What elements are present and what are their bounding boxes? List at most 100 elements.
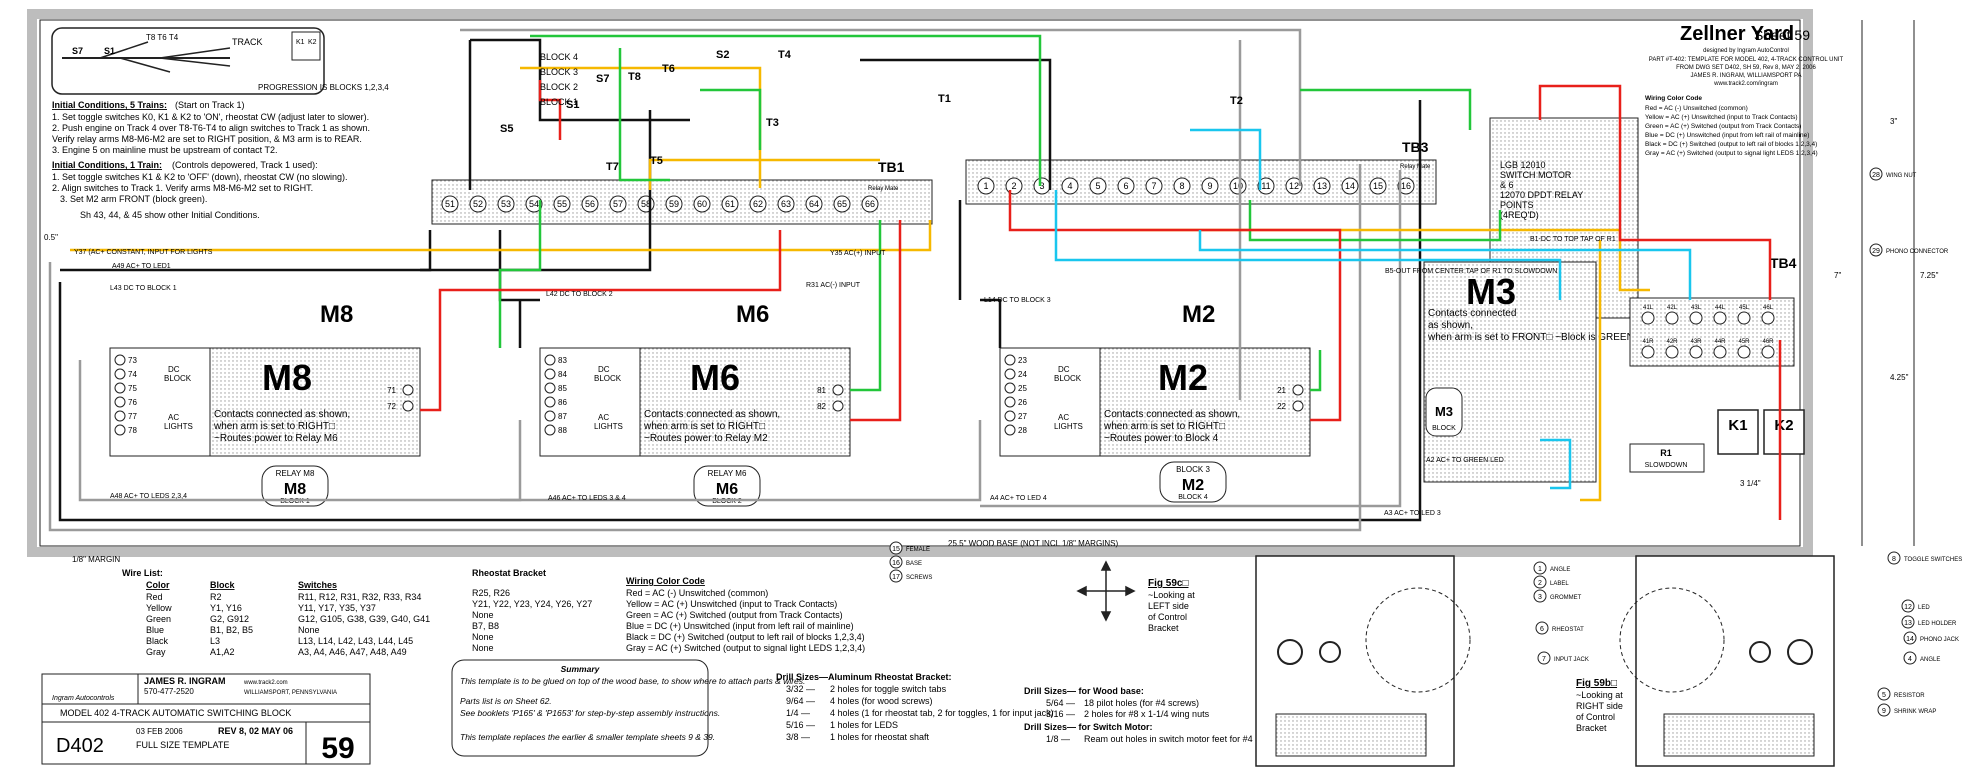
callout-number: 3 <box>1538 594 1542 601</box>
tb4-pin-label: 42R <box>1666 339 1678 345</box>
relay-pin-label: 73 <box>128 356 137 365</box>
tb4-pin-label: 44R <box>1714 339 1726 345</box>
tb4-pin-label: 46L <box>1763 305 1774 311</box>
drill-desc: 4 holes (1 for rheostat tab, 2 for toggl… <box>830 708 1054 718</box>
tb1-pin <box>609 195 627 213</box>
svg-text:Switches: Switches <box>298 580 337 590</box>
callout-marker <box>1901 615 1915 629</box>
svg-text:Yellow = AC (+) Unswitched (in: Yellow = AC (+) Unswitched (input to Tra… <box>1645 114 1798 121</box>
svg-text:3": 3" <box>1890 117 1897 126</box>
callout-marker <box>889 555 903 569</box>
svg-text:RIGHT side: RIGHT side <box>1576 701 1623 711</box>
tb2-pin-label: 7 <box>1151 181 1156 191</box>
relay-pin <box>544 382 556 394</box>
contact-label: T3 <box>766 117 779 129</box>
svg-text:JAMES R. INGRAM: JAMES R. INGRAM <box>144 676 226 686</box>
relay-pin <box>1004 368 1016 380</box>
svg-text:Y35 AC(+) INPUT: Y35 AC(+) INPUT <box>830 250 886 257</box>
tb4-pin-label: 41R <box>1642 339 1654 345</box>
tb1-pin <box>833 195 851 213</box>
tb2-pin <box>1341 177 1359 195</box>
svg-text:DC: DC <box>168 365 180 374</box>
callout-number: 9 <box>1882 708 1886 715</box>
part-line-2: FROM DWG SET D402, SH 59, Rev 8, MAY 2, … <box>1676 65 1816 71</box>
callout-marker <box>1903 651 1917 665</box>
black-wire <box>958 200 1002 348</box>
black-wire <box>58 100 1422 522</box>
svg-text:BLOCK: BLOCK <box>1054 374 1082 383</box>
tb4-pin <box>1665 345 1679 359</box>
tb2-pin <box>1229 177 1247 195</box>
red-wire <box>538 80 562 140</box>
gray-wire <box>460 28 1302 186</box>
drill-size: 3/8 — <box>786 732 810 742</box>
callout-number: 12 <box>1904 604 1912 611</box>
svg-text:Drill Sizes— for Switch Motor: Drill Sizes— for Switch Motor: <box>1024 722 1153 732</box>
rheostat-row: Y21, Y22, Y23, Y24, Y26, Y27 <box>472 599 592 609</box>
svg-text:M2: M2 <box>1158 357 1208 398</box>
relay-pin <box>1004 354 1016 366</box>
callout-marker <box>889 569 903 583</box>
callout-text: TOGGLE SWITCHES <box>1904 557 1962 563</box>
svg-text:L43 DC TO BLOCK 1: L43 DC TO BLOCK 1 <box>110 285 177 292</box>
red-wire <box>1008 190 1342 422</box>
svg-text:DC: DC <box>598 365 610 374</box>
svg-text:1/8 —: 1/8 — <box>1046 734 1070 744</box>
relay-pin-label: 81 <box>817 386 826 395</box>
svg-text:Drill Sizes— for Wood base:: Drill Sizes— for Wood base: <box>1024 686 1144 696</box>
contact-label: S5 <box>500 123 513 135</box>
callout-text: PHONO CONNECTOR <box>1886 249 1949 255</box>
svg-text:3/16 —: 3/16 — <box>1046 709 1075 719</box>
svg-text:M8: M8 <box>284 481 306 498</box>
svg-text:Drill Sizes—Aluminum Rheostat: Drill Sizes—Aluminum Rheostat Bracket: <box>776 672 952 682</box>
tb4-pin <box>1713 311 1727 325</box>
compass-icon <box>1076 560 1136 622</box>
svg-text:~Routes power to Relay M6: ~Routes power to Relay M6 <box>214 433 338 444</box>
svg-text:M2: M2 <box>1182 477 1204 494</box>
tb2-pin <box>1201 177 1219 195</box>
svg-text:BLOCK: BLOCK <box>594 374 622 383</box>
svg-text:1/8" MARGIN: 1/8" MARGIN <box>72 555 120 564</box>
yellow-wire <box>1100 228 1650 292</box>
svg-text:Red = AC (-) Unswitched (commo: Red = AC (-) Unswitched (common) <box>626 588 768 598</box>
svg-text:(4REQ'D): (4REQ'D) <box>1500 210 1539 220</box>
contact-label: T5 <box>650 155 663 167</box>
tb4-pin-label: 42L <box>1667 305 1678 311</box>
tb1-pin-label: 57 <box>613 199 623 209</box>
contact-label: T1 <box>938 93 951 105</box>
tb2-pin-label: 3 <box>1039 181 1044 191</box>
drill-size: 3/32 — <box>786 684 815 694</box>
relay-pin-label: 71 <box>387 386 396 395</box>
callout-marker <box>1533 561 1547 575</box>
tb4-pin <box>1641 345 1655 359</box>
svg-text:Gray = AC (+) Switched (output: Gray = AC (+) Switched (output to signal… <box>1645 150 1818 157</box>
tb4-pin <box>1737 345 1751 359</box>
tb1-pin <box>721 195 739 213</box>
relay-pin <box>114 424 126 436</box>
callout-text: INPUT JACK <box>1554 657 1589 663</box>
svg-text:WILLIAMSPORT, PENNSYLVANIA: WILLIAMSPORT, PENNSYLVANIA <box>244 690 337 696</box>
callout-text: SCREWS <box>906 575 932 581</box>
svg-text:~Routes power to Relay M2: ~Routes power to Relay M2 <box>644 433 768 444</box>
svg-text:LIGHTS: LIGHTS <box>1054 422 1083 431</box>
drill-desc: 2 holes for toggle switch tabs <box>830 684 947 694</box>
callout-marker <box>1533 575 1547 589</box>
svg-text:S7: S7 <box>72 46 83 56</box>
callout-text: BASE <box>906 561 922 567</box>
relay-pin-label: 28 <box>1018 426 1027 435</box>
tb2-pin <box>1145 177 1163 195</box>
initial-five-title: Initial Conditions, 5 Trains: <box>52 100 167 110</box>
rheostat-row: None <box>472 610 494 620</box>
wire-list-switches: Y11, Y17, Y35, Y37 <box>298 603 376 613</box>
tb1-pin <box>665 195 683 213</box>
callout-text: WING NUT <box>1886 173 1917 179</box>
drill-sizes-wood: Drill Sizes— for Wood base: 5/64 — 18 pi… <box>1024 686 1325 744</box>
green-wire <box>1310 350 1322 392</box>
tb2-pin-label: 16 <box>1401 181 1411 191</box>
